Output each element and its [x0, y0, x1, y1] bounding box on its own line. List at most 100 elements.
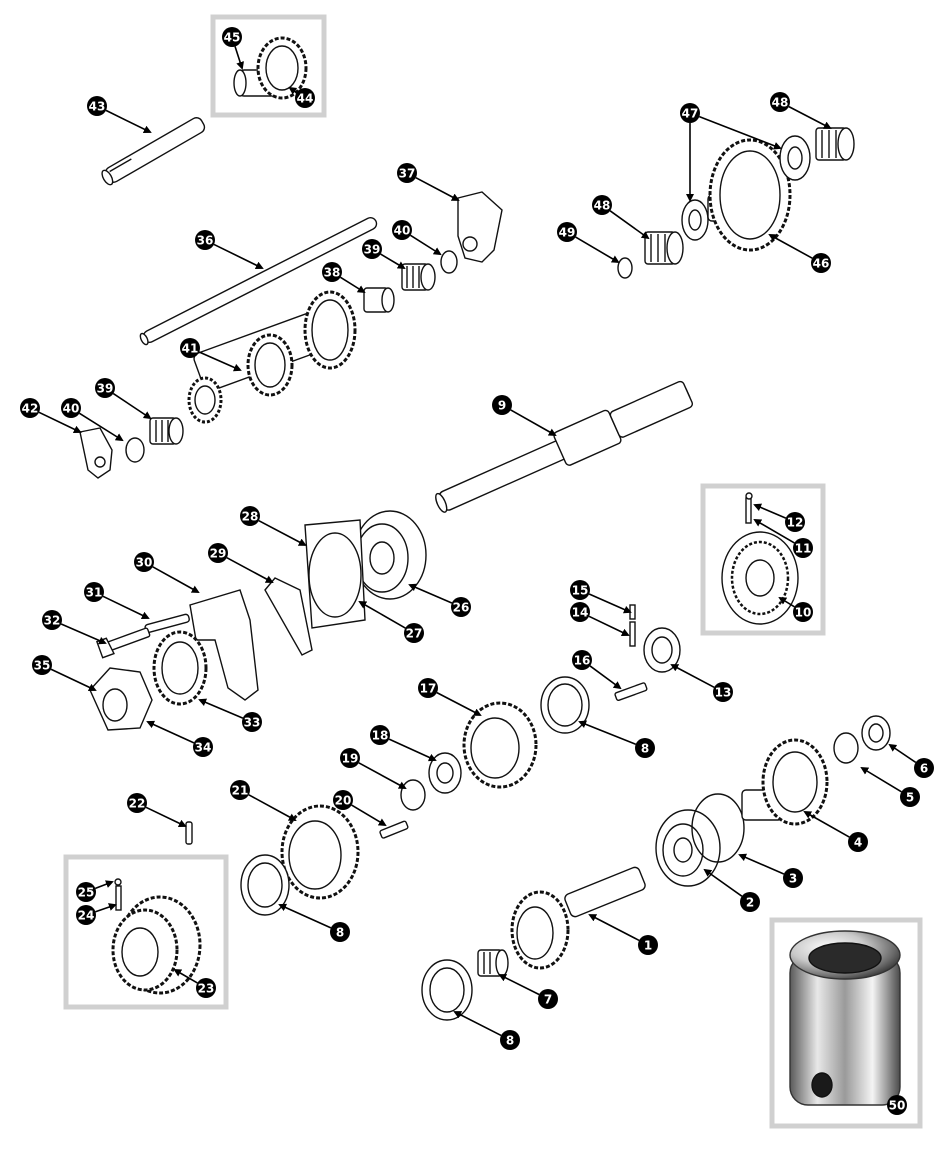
callout-badge: [340, 748, 360, 768]
part-39-bearing-upper: [401, 263, 436, 291]
leader-arrow-40: [79, 412, 124, 442]
callout-5: 5: [900, 787, 920, 807]
leader-arrow-28: [258, 519, 307, 546]
leader-arrow-20: [351, 804, 387, 827]
callout-badge: [76, 882, 96, 902]
callout-badge: [76, 905, 96, 925]
callout-number: 27: [406, 627, 423, 641]
leader-arrows: [38, 46, 917, 1037]
part-29-gasket: [264, 577, 313, 656]
callout-number: 21: [232, 784, 249, 798]
callout-11: 11: [793, 538, 813, 558]
callout-badge: [783, 868, 803, 888]
callout-badge: [811, 253, 831, 273]
callout-badge: [195, 230, 215, 250]
leader-arrow-43: [105, 109, 152, 133]
callout-48: 48: [592, 195, 612, 215]
callout-31: 31: [84, 582, 104, 602]
leader-arrow-32: [60, 623, 107, 645]
part-42-thrust-washer: [79, 427, 113, 479]
callout-41: 41: [180, 338, 200, 358]
callout-badge: [492, 395, 512, 415]
leader-arrow-35: [50, 668, 97, 692]
callout-48: 48: [770, 92, 790, 112]
part-47-washer-left-hole: [688, 209, 702, 231]
leader-arrow-15: [588, 593, 632, 614]
callout-number: 5: [906, 791, 914, 805]
callout-number: 1: [644, 939, 652, 953]
part-20-pin: [379, 820, 409, 839]
inset-box-10-12: [700, 483, 826, 636]
callout-8: 8: [500, 1030, 520, 1050]
callout-badge: [222, 27, 242, 47]
callout-badge: [87, 96, 107, 116]
callout-39: 39: [362, 239, 382, 259]
callout-number: 7: [544, 993, 552, 1007]
callout-badge: [32, 655, 52, 675]
leader-arrow-36: [213, 243, 264, 269]
callout-8: 8: [635, 738, 655, 758]
callout-number: 31: [86, 586, 103, 600]
callout-33: 33: [242, 712, 262, 732]
leader-arrow-9: [510, 409, 557, 436]
callout-number: 32: [44, 614, 61, 628]
callout-2: 2: [740, 892, 760, 912]
part-50-socket: [789, 930, 901, 1106]
part-26-bearing: [353, 510, 427, 600]
part-48-bearing-right: [815, 127, 855, 161]
leader-arrow-5: [860, 766, 902, 793]
part-42-hole: [94, 456, 106, 468]
callout-number: 10: [795, 606, 812, 620]
callout-badge: [592, 195, 612, 215]
callout-badge: [180, 338, 200, 358]
leader-arrow-14: [588, 615, 630, 637]
callout-15: 15: [570, 580, 590, 600]
callout-badge: [333, 790, 353, 810]
part-43-pin: [101, 117, 206, 186]
callout-43: 43: [87, 96, 107, 116]
callout-badge: [793, 538, 813, 558]
callout-number: 11: [795, 542, 812, 556]
callout-badge: [370, 725, 390, 745]
part-drawings: [79, 36, 901, 1106]
callout-13: 13: [713, 682, 733, 702]
callout-badge: [330, 922, 350, 942]
callout-badge: [392, 220, 412, 240]
callout-number: 16: [574, 654, 591, 668]
leader-arrow-34: [146, 720, 195, 744]
callout-number: 2: [746, 896, 754, 910]
inset-box-23-25: [63, 854, 229, 1010]
callout-number: 30: [136, 556, 153, 570]
part-30-selector-fork: [189, 589, 259, 701]
callout-badge: [713, 682, 733, 702]
callout-badge: [196, 978, 216, 998]
callout-number: 35: [34, 659, 51, 673]
callout-badge: [887, 1095, 907, 1115]
callout-6: 6: [914, 758, 934, 778]
part-36-long-shaft: [139, 217, 378, 346]
leader-arrow-7: [498, 974, 540, 996]
callout-badge: [418, 678, 438, 698]
callout-39: 39: [95, 378, 115, 398]
callout-number: 15: [572, 584, 589, 598]
callout-number: 39: [97, 382, 114, 396]
leader-arrow-48: [609, 210, 650, 240]
callout-number: 4: [854, 836, 862, 850]
callout-badge: [95, 378, 115, 398]
callout-40: 40: [392, 220, 412, 240]
callout-24: 24: [76, 905, 96, 925]
callout-number: 37: [399, 167, 416, 181]
callout-badge: [793, 602, 813, 622]
callout-34: 34: [193, 737, 213, 757]
callout-badge: [20, 398, 40, 418]
leader-arrow-37: [415, 176, 460, 201]
leader-arrow-24: [95, 903, 117, 913]
callout-28: 28: [240, 506, 260, 526]
leader-arrow-29: [226, 557, 274, 583]
part-9-mainshaft: [435, 380, 694, 513]
part-28-plate: [304, 519, 366, 629]
callout-number: 34: [195, 741, 212, 755]
callout-7: 7: [538, 989, 558, 1009]
callout-32: 32: [42, 610, 62, 630]
